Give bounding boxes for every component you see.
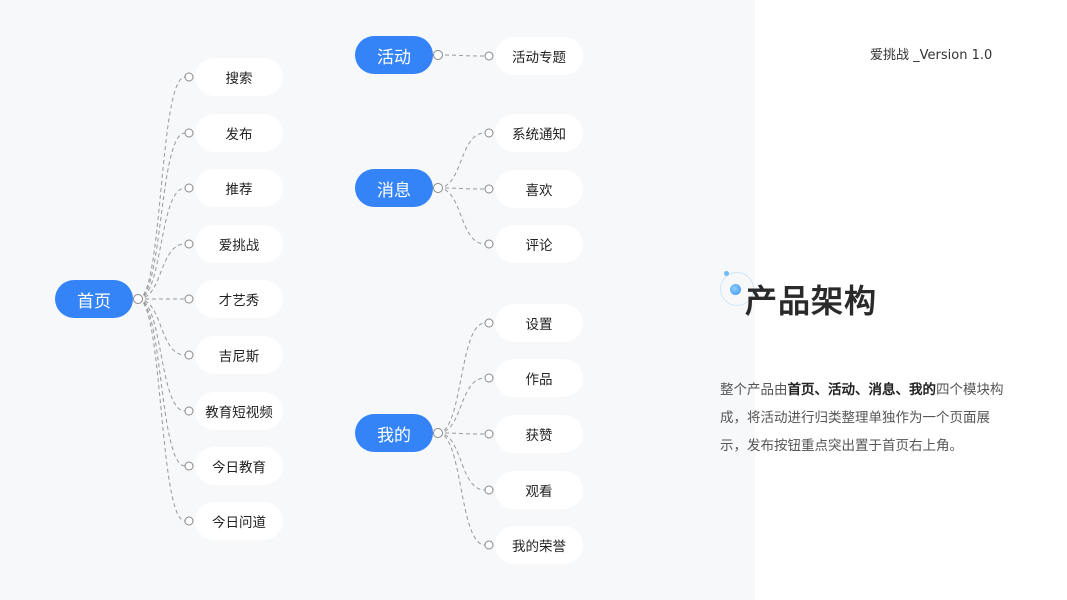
root-connector-dot <box>433 183 443 193</box>
root-node[interactable]: 活动 <box>355 36 433 74</box>
connector-line <box>137 187 186 300</box>
root-connector-dot <box>133 294 143 304</box>
connector-end-dot <box>184 406 194 416</box>
leaf-node[interactable]: 搜索 <box>195 58 283 96</box>
desc-bold: 首页、活动、消息、我的 <box>787 382 937 398</box>
section-title: 产品架构 <box>745 282 878 320</box>
root-connector-dot <box>433 50 443 60</box>
connector-line <box>437 322 486 434</box>
root-connector-dot <box>433 428 443 438</box>
connector-line <box>437 132 486 189</box>
connector-end-dot <box>484 540 494 550</box>
leaf-node[interactable]: 才艺秀 <box>195 280 283 318</box>
connector-line <box>137 298 186 467</box>
connector-line <box>437 187 486 245</box>
leaf-node[interactable]: 吉尼斯 <box>195 336 283 374</box>
leaf-node[interactable]: 获赞 <box>495 415 583 453</box>
leaf-node[interactable]: 今日教育 <box>195 447 283 485</box>
connector-end-dot <box>484 239 494 249</box>
leaf-node[interactable]: 推荐 <box>195 169 283 207</box>
orb-icon <box>720 271 754 306</box>
connector-end-dot <box>184 461 194 471</box>
connector-line <box>137 132 186 300</box>
connector-end-dot <box>184 350 194 360</box>
connector-end-dot <box>184 183 194 193</box>
connector-line <box>137 76 186 300</box>
root-node[interactable]: 消息 <box>355 169 433 207</box>
leaf-node[interactable]: 活动专题 <box>495 37 583 75</box>
root-node[interactable]: 首页 <box>55 280 133 318</box>
leaf-node[interactable]: 作品 <box>495 359 583 397</box>
connector-line <box>437 187 486 190</box>
connector-end-dot <box>484 429 494 439</box>
connector-line <box>437 432 486 546</box>
leaf-node[interactable]: 我的荣誉 <box>495 526 583 564</box>
connector-line <box>137 298 186 412</box>
leaf-node[interactable]: 评论 <box>495 225 583 263</box>
leaf-node[interactable]: 发布 <box>195 114 283 152</box>
desc-text: 四个模块构成，将活动进行归类整理单独作为一个页面展示，发布按钮重点突出置于首页右… <box>720 382 1004 454</box>
connector-line <box>437 432 486 435</box>
connector-line <box>137 298 186 522</box>
connector-line <box>437 377 486 434</box>
leaf-node[interactable]: 今日问道 <box>195 502 283 540</box>
connector-line <box>137 298 186 356</box>
leaf-node[interactable]: 教育短视频 <box>195 392 283 430</box>
leaf-node[interactable]: 观看 <box>495 471 583 509</box>
connector-line <box>437 54 486 57</box>
connector-end-dot <box>484 318 494 328</box>
connector-end-dot <box>184 128 194 138</box>
connector-end-dot <box>184 72 194 82</box>
connector-end-dot <box>484 373 494 383</box>
description: 整个产品由首页、活动、消息、我的四个模块构成，将活动进行归类整理单独作为一个页面… <box>720 376 1010 460</box>
leaf-node[interactable]: 系统通知 <box>495 114 583 152</box>
connector-end-dot <box>184 294 194 304</box>
connector-line <box>137 243 186 300</box>
leaf-node[interactable]: 喜欢 <box>495 170 583 208</box>
root-node[interactable]: 我的 <box>355 414 433 452</box>
connector-end-dot <box>184 516 194 526</box>
connector-end-dot <box>484 51 494 61</box>
connector-line <box>437 432 486 491</box>
desc-text: 整个产品由 <box>720 382 788 398</box>
leaf-node[interactable]: 爱挑战 <box>195 225 283 263</box>
version-label: 爱挑战 _Version 1.0 <box>870 48 993 63</box>
connector-end-dot <box>484 184 494 194</box>
connector-end-dot <box>484 485 494 495</box>
leaf-node[interactable]: 设置 <box>495 304 583 342</box>
connector-end-dot <box>184 239 194 249</box>
connector-end-dot <box>484 128 494 138</box>
